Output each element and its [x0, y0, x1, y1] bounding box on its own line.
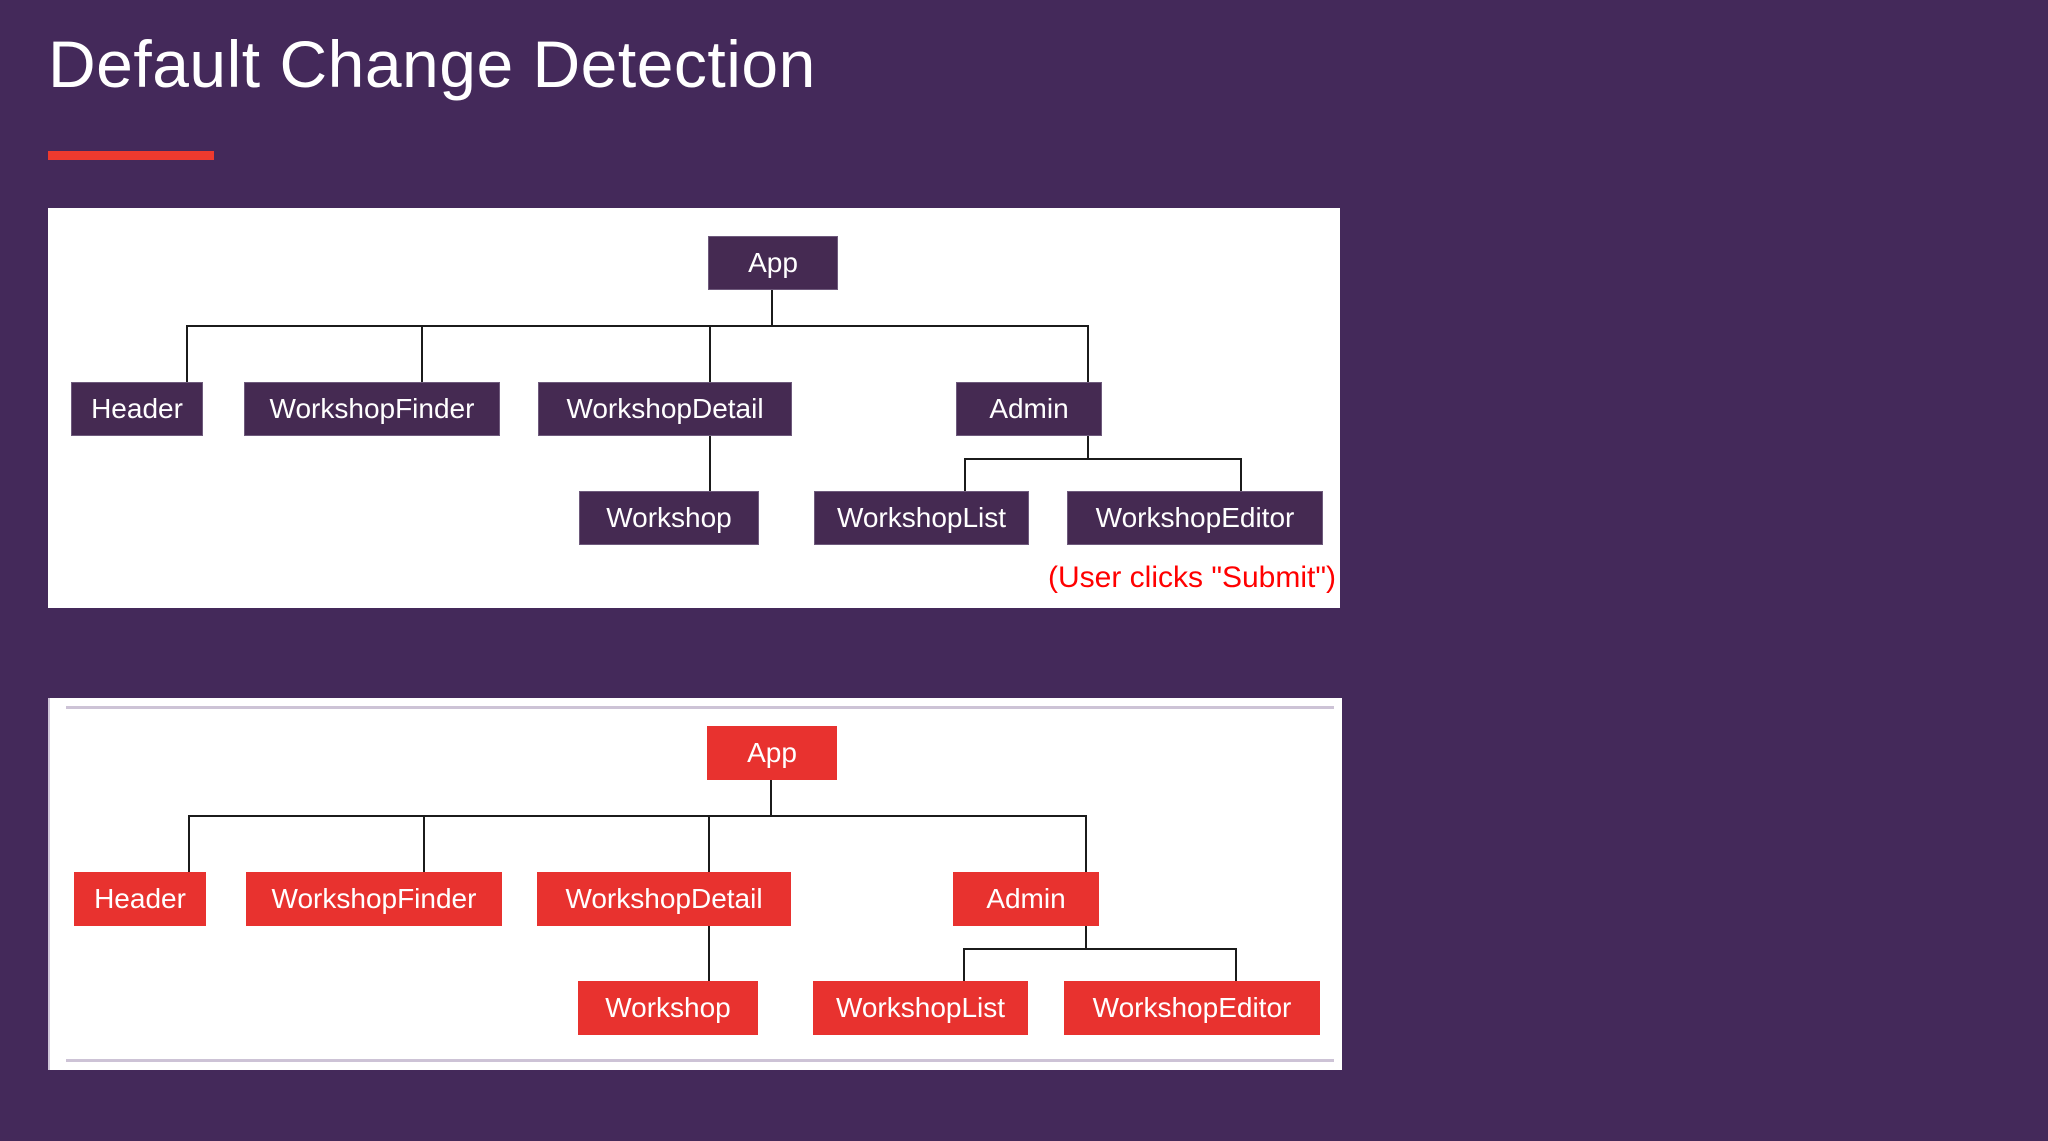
edge-bus2-to-workshopeditor: [1240, 458, 1242, 496]
edge-bus2-horizontal: [963, 948, 1236, 950]
edge-workshopdetail-to-workshop: [709, 436, 711, 496]
edge-bus2-to-workshoplist: [963, 948, 965, 986]
edge-app-to-bus: [770, 766, 772, 816]
edge-bus2-to-workshoplist: [964, 458, 966, 496]
edge-bus-to-header: [186, 325, 188, 382]
node-workshop[interactable]: Workshop: [578, 981, 758, 1035]
node-app[interactable]: App: [708, 236, 838, 290]
edge-app-to-bus: [771, 276, 773, 326]
edge-bus-horizontal: [188, 815, 1086, 817]
node-header[interactable]: Header: [74, 872, 206, 926]
node-workshoplist[interactable]: WorkshopList: [813, 981, 1028, 1035]
panel-bottom-rule: [66, 1059, 1334, 1062]
panel-top-rule: [66, 706, 1334, 709]
edge-bus-to-admin: [1087, 325, 1089, 382]
node-admin[interactable]: Admin: [953, 872, 1099, 926]
node-workshopdetail[interactable]: WorkshopDetail: [537, 872, 791, 926]
title-accent-bar: [48, 151, 214, 160]
edge-bus-to-admin: [1085, 815, 1087, 872]
edge-admin-to-bus2: [1085, 926, 1087, 949]
node-workshoplist[interactable]: WorkshopList: [814, 491, 1029, 545]
node-workshopdetail[interactable]: WorkshopDetail: [538, 382, 792, 436]
edge-bus2-horizontal: [964, 458, 1242, 460]
component-tree-after-panel: App Header WorkshopFinder WorkshopDetail…: [48, 698, 1342, 1070]
edge-bus2-to-workshopeditor: [1235, 948, 1237, 986]
component-tree-before-panel: App Header WorkshopFinder WorkshopDetail…: [48, 208, 1340, 608]
node-header[interactable]: Header: [71, 382, 203, 436]
node-workshopeditor[interactable]: WorkshopEditor: [1067, 491, 1323, 545]
node-workshopeditor[interactable]: WorkshopEditor: [1064, 981, 1320, 1035]
edge-bus-to-workshopdetail: [709, 325, 711, 382]
edge-bus-horizontal: [186, 325, 1087, 327]
edge-workshopdetail-to-workshop: [708, 926, 710, 986]
node-workshopfinder[interactable]: WorkshopFinder: [244, 382, 500, 436]
edge-bus-to-header: [188, 815, 190, 872]
node-admin[interactable]: Admin: [956, 382, 1102, 436]
edge-bus-to-workshopfinder: [423, 815, 425, 872]
node-workshop[interactable]: Workshop: [579, 491, 759, 545]
submit-annotation: (User clicks "Submit"): [1048, 561, 1336, 594]
edge-admin-to-bus2: [1087, 436, 1089, 459]
edge-bus-to-workshopfinder: [421, 325, 423, 382]
node-app[interactable]: App: [707, 726, 837, 780]
node-workshopfinder[interactable]: WorkshopFinder: [246, 872, 502, 926]
page-title: Default Change Detection: [48, 27, 816, 101]
edge-bus-to-workshopdetail: [708, 815, 710, 872]
